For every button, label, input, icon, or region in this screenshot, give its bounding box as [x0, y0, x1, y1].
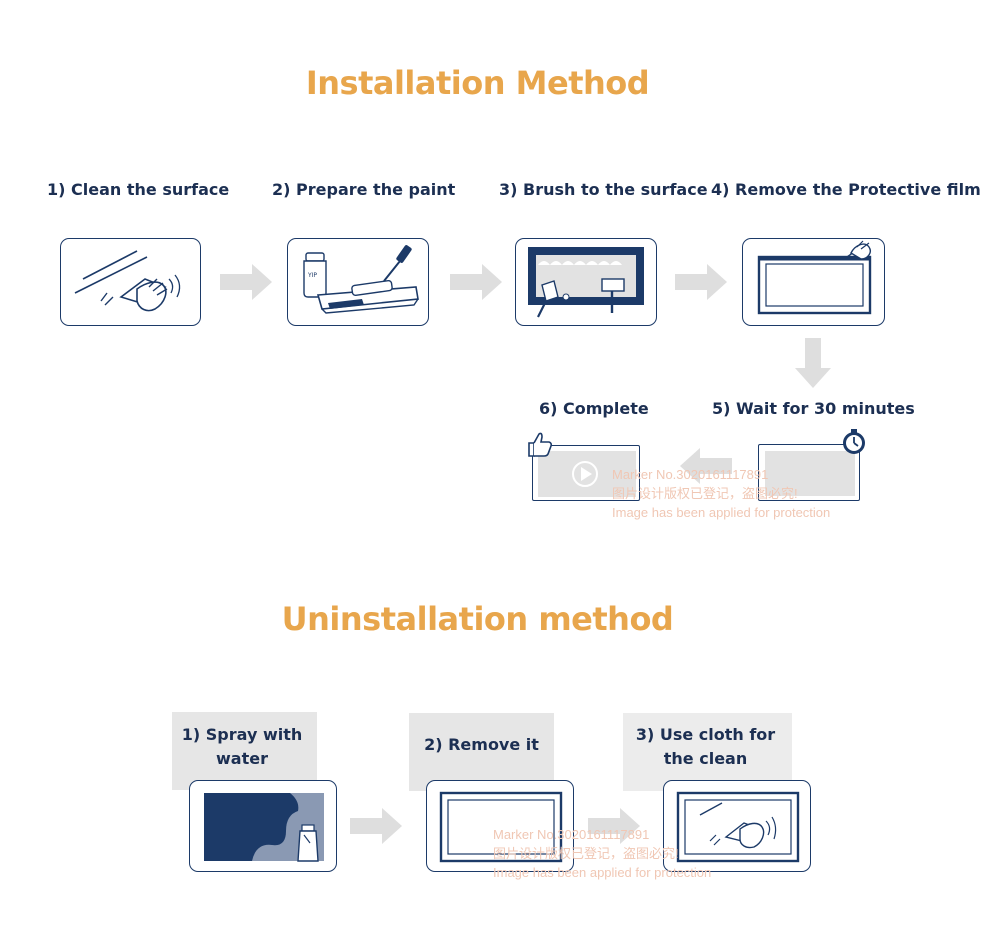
- watermark: Marker No.3020161117891 图片设计版权已登记，盗图必究! …: [493, 827, 712, 880]
- uninstallation-title: Uninstallation method: [281, 600, 674, 638]
- flow-arrow-left: [680, 448, 732, 489]
- step-label-remove-film: 4) Remove the Protective film: [711, 180, 981, 199]
- watermark: Marker No.3020161117891 图片设计版权已登记，盗图必究! …: [612, 467, 831, 520]
- uninstall-step-label-spray: 1) Spray with water: [181, 725, 303, 768]
- flow-arrow-right: [450, 264, 502, 305]
- step-card-complete: [532, 445, 640, 501]
- peel-film-icon: [757, 240, 872, 315]
- svg-text:YIP: YIP: [307, 272, 317, 279]
- brush-surface-icon: [528, 247, 644, 318]
- step-card-brush: [515, 238, 657, 326]
- uninstall-step-label-remove: 2) Remove it: [424, 735, 539, 754]
- cloth-wipe-icon: [676, 791, 800, 863]
- thumbs-up-play-icon: [526, 430, 554, 463]
- step-label-prepare: 2) Prepare the paint: [272, 180, 456, 199]
- step-label-clean: 1) Clean the surface: [47, 180, 230, 199]
- step-label-brush: 3) Brush to the surface: [499, 180, 708, 199]
- step-label-wait: 5) Wait for 30 minutes: [712, 399, 915, 418]
- wipe-surface-icon: [74, 250, 181, 312]
- uninstall-step-label-bg: [623, 713, 792, 791]
- uninstall-card-spray: [189, 780, 337, 872]
- flow-arrow-right: [675, 264, 727, 305]
- flow-arrow-right: [588, 808, 640, 849]
- frame-icon: [439, 791, 563, 863]
- flow-arrow-right: [350, 808, 402, 849]
- flow-arrow-right: [220, 264, 272, 305]
- uninstall-step-label-bg: [172, 712, 317, 790]
- uninstall-step-label-cloth: 3) Use cloth for the clean: [635, 725, 776, 768]
- step-card-wait: [758, 444, 860, 501]
- flow-arrow-down: [795, 338, 831, 393]
- uninstall-card-remove: [426, 780, 574, 872]
- spray-bottle-icon: [204, 793, 324, 862]
- step-card-clean: [60, 238, 201, 326]
- uninstall-step-label-bg: [409, 713, 554, 791]
- step-card-prepare: YIP: [287, 238, 429, 326]
- stopwatch-icon: [840, 428, 868, 461]
- paint-tray-icon: YIP: [303, 245, 419, 314]
- step-label-complete: 6) Complete: [539, 399, 649, 418]
- uninstall-card-cloth: [663, 780, 811, 872]
- step-card-remove-film: [742, 238, 885, 326]
- installation-title: Installation Method: [305, 64, 650, 102]
